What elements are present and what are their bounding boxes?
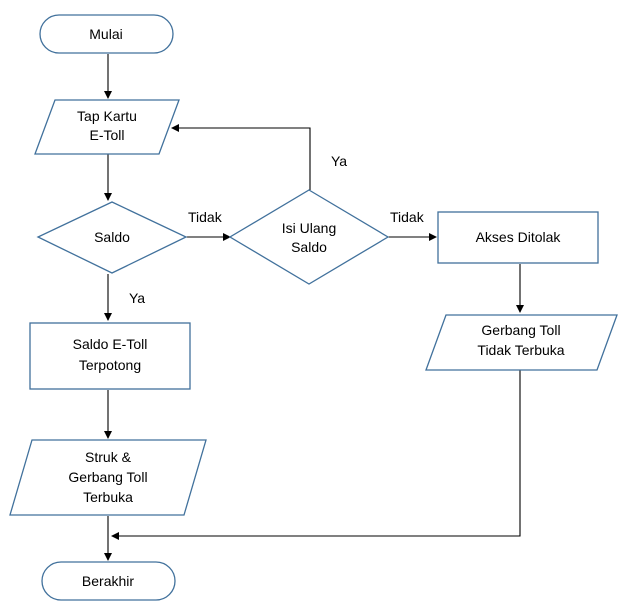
- edge-label-balance-yes: Ya: [129, 290, 145, 306]
- receipt-line-1: Struk &: [85, 449, 132, 465]
- receipt-node: Struk & Gerbang Toll Terbuka: [9, 439, 207, 516]
- deduct-node: Saldo E-Toll Terpotong: [29, 322, 191, 390]
- gate-closed-line-2: Tidak Terbuka: [477, 342, 564, 358]
- connectors: [104, 54, 524, 561]
- gate-closed-node: Gerbang Toll Tidak Terbuka: [425, 314, 618, 371]
- end-node: Berakhir: [41, 561, 176, 601]
- end-label: Berakhir: [82, 573, 134, 589]
- deduct-line-2: Terpotong: [79, 357, 141, 373]
- balance-decision-label: Saldo: [94, 229, 130, 245]
- start-label: Mulai: [89, 26, 122, 42]
- topup-decision-node: Isi Ulang Saldo: [228, 189, 390, 285]
- edge-label-topup-yes: Ya: [331, 153, 347, 169]
- tap-card-line-1: Tap Kartu: [77, 108, 137, 124]
- topup-line-1: Isi Ulang: [282, 220, 336, 236]
- receipt-line-3: Terbuka: [83, 489, 133, 505]
- edge-label-balance-no: Tidak: [188, 209, 223, 225]
- tap-card-line-2: E-Toll: [89, 127, 124, 143]
- deduct-line-1: Saldo E-Toll: [73, 336, 148, 352]
- balance-decision-node: Saldo: [36, 201, 188, 274]
- arrow-gate-closed-to-end: [111, 370, 521, 540]
- access-denied-node: Akses Ditolak: [437, 211, 599, 264]
- start-node: Mulai: [39, 14, 174, 54]
- gate-closed-line-1: Gerbang Toll: [481, 322, 560, 338]
- arrow-topup-yes-to-tap: [171, 124, 311, 190]
- topup-line-2: Saldo: [291, 239, 327, 255]
- access-denied-label: Akses Ditolak: [476, 229, 562, 245]
- edge-label-topup-no: Tidak: [390, 209, 425, 225]
- receipt-line-2: Gerbang Toll: [68, 469, 147, 485]
- tap-card-node: Tap Kartu E-Toll: [34, 99, 180, 155]
